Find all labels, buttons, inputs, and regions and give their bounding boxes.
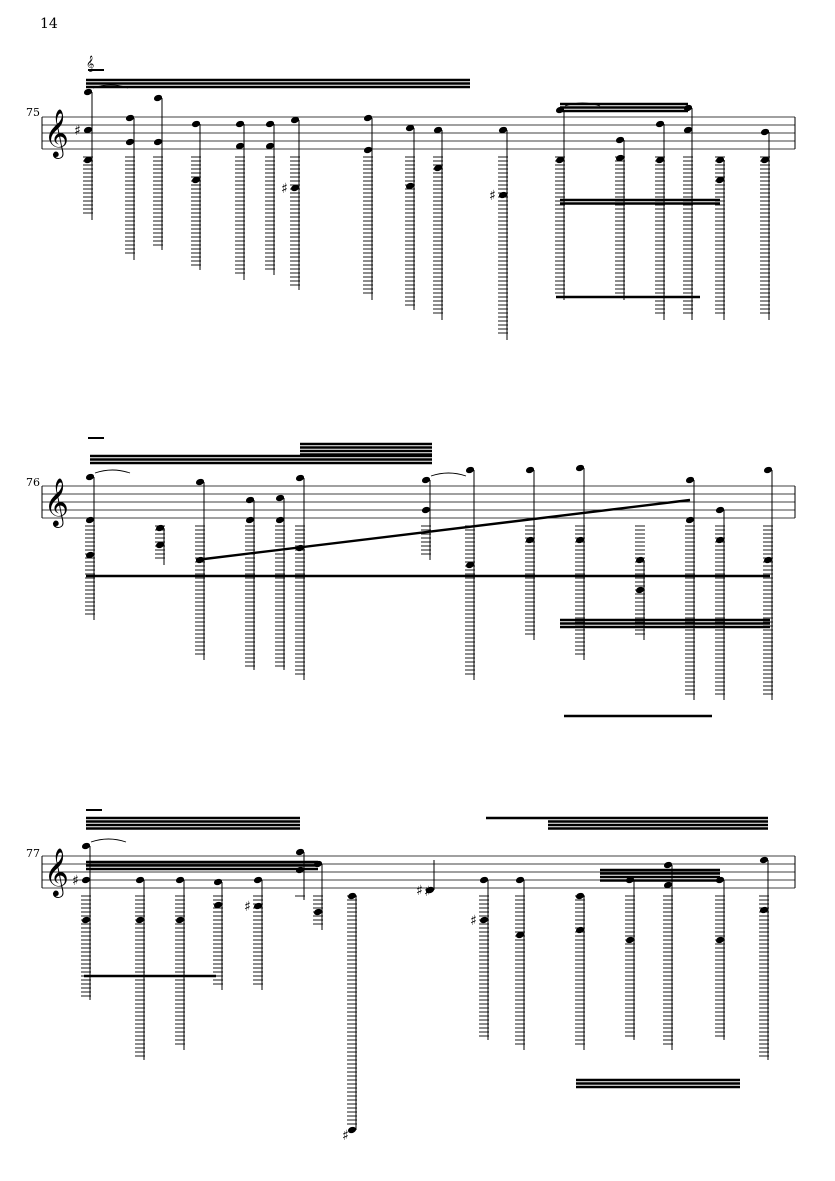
notehead (253, 902, 263, 910)
notehead (433, 164, 443, 172)
notehead (663, 861, 673, 869)
measure-number-75: 75 (26, 106, 40, 119)
notehead (763, 466, 773, 474)
notehead (83, 126, 93, 134)
notehead (213, 901, 223, 909)
sharp-accidental-icon: ♯ (72, 873, 79, 889)
notehead (235, 120, 245, 128)
notehead (125, 114, 135, 122)
notehead (83, 88, 93, 96)
notehead (347, 1126, 357, 1134)
notehead (81, 876, 91, 884)
notehead (421, 476, 431, 484)
notehead (153, 138, 163, 146)
notehead (575, 926, 585, 934)
notehead (153, 94, 163, 102)
notehead (85, 551, 95, 559)
notehead (465, 561, 475, 569)
notehead (715, 176, 725, 184)
notehead (155, 541, 165, 549)
sharp-accidental-icon: ♯ (281, 181, 288, 197)
sharp-accidental-icon: ♯ (470, 913, 477, 929)
notehead (81, 842, 91, 850)
notehead (265, 120, 275, 128)
notehead (683, 126, 693, 134)
notehead (135, 876, 145, 884)
notehead (759, 856, 769, 864)
measure-number-77: 77 (26, 847, 40, 860)
tie (94, 469, 131, 474)
notehead (191, 120, 201, 128)
notehead (715, 506, 725, 514)
notehead (433, 126, 443, 134)
notehead (363, 146, 373, 154)
notehead (498, 126, 508, 134)
treble-clef-icon: 𝄞 (44, 477, 69, 528)
sharp-accidental-icon: ♯ (489, 188, 496, 204)
notehead (685, 476, 695, 484)
tie (90, 838, 127, 843)
notehead (195, 478, 205, 486)
ornament: 𝄞 (86, 56, 94, 72)
notehead (83, 156, 93, 164)
notehead (465, 466, 475, 474)
page-number: 14 (40, 16, 58, 32)
notehead (265, 142, 275, 150)
notehead (275, 516, 285, 524)
notehead (290, 184, 300, 192)
treble-clef-icon: 𝄞 (44, 108, 69, 159)
notehead (191, 176, 201, 184)
notehead (655, 120, 665, 128)
notehead (245, 496, 255, 504)
notehead (421, 506, 431, 514)
notehead (235, 142, 245, 150)
notehead (245, 516, 255, 524)
notehead (615, 154, 625, 162)
notehead (175, 876, 185, 884)
notehead (515, 876, 525, 884)
sharp-accidental-icon: ♯ (416, 883, 423, 899)
beam (195, 498, 691, 562)
notehead (405, 124, 415, 132)
notehead (663, 881, 673, 889)
sharp-accidental-icon: ♯ (244, 899, 251, 915)
notehead (479, 876, 489, 884)
notehead (405, 182, 415, 190)
notehead (425, 886, 435, 894)
measure-number-76: 76 (26, 476, 40, 489)
notehead (295, 848, 305, 856)
notehead (615, 136, 625, 144)
notehead (759, 906, 769, 914)
notehead (715, 156, 725, 164)
notehead (685, 516, 695, 524)
staff-system-2: 𝄞 (41, 437, 796, 718)
notehead (575, 464, 585, 472)
notehead (290, 116, 300, 124)
notehead (295, 474, 305, 482)
notehead (760, 156, 770, 164)
treble-clef-icon: 𝄞 (44, 847, 69, 898)
notehead (515, 931, 525, 939)
notehead (275, 494, 285, 502)
notehead (125, 138, 135, 146)
notehead (760, 128, 770, 136)
notehead (655, 156, 665, 164)
tie (430, 472, 467, 477)
staff-system-1: 𝄞 ♯ ♯ ♯ 𝄞 (41, 56, 796, 340)
notehead (555, 156, 565, 164)
notehead (253, 876, 263, 884)
sharp-accidental-icon: ♯ (342, 1128, 349, 1144)
sharp-accidental-icon: ♯ (424, 884, 431, 900)
notehead (213, 878, 223, 886)
notehead (525, 466, 535, 474)
notehead (85, 516, 95, 524)
sharp-accidental-icon: ♯ (74, 123, 81, 139)
notehead (363, 114, 373, 122)
notehead (85, 473, 95, 481)
